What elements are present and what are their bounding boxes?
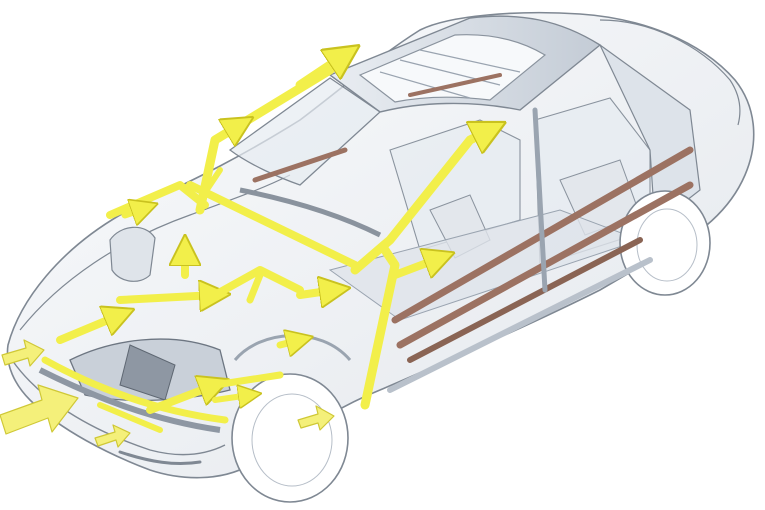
roof-crossbar-front [252,147,348,183]
front-rail-upper-left [56,315,120,344]
load-path-structure [41,55,490,433]
hood-edge-load-path [121,208,145,215]
fender-load-path [197,167,223,203]
lower-rail-load-path [146,385,215,414]
side-impact-reinforcements [252,73,694,393]
trunk-lid [599,19,741,126]
front-rail-upper-right [211,266,304,299]
subframe-load-path [97,402,163,433]
front-wheel-rim [251,393,333,487]
windshield [228,77,382,186]
front-crossmember [38,367,221,433]
wheel-impact-arrow [297,405,335,431]
rear-wheel [619,190,711,296]
sill-tube [387,257,653,393]
frontal-impact-arrow-lower [94,424,131,448]
sunroof-frame-bar [379,49,521,99]
b-pillar-vertical-load-path [360,245,400,410]
bumper-grille [118,450,202,465]
front-bumper [11,359,226,456]
roof-crossbar-rear [408,73,502,97]
b-pillar-load-path [350,130,490,275]
door-impact-beam-lower [407,237,643,363]
rear-wheel-rim [636,208,698,282]
front-rail-outer-load-path [212,395,250,400]
wheelhouse-load-path [276,340,300,345]
upper-member-load-path [296,290,335,295]
side-sill-load-path [391,258,440,279]
roof-rail-load-path [295,55,345,90]
b-pillar-tube [532,107,548,293]
a-pillar-lower-load-path [211,125,240,140]
frontal-impact-arrow-upper [1,339,45,367]
windshield-frame-load-path [186,181,359,269]
bumper-beam-load-path [41,356,229,424]
hood-line [19,174,291,331]
lower-rail-rear-load-path [211,371,284,389]
shock-tower-load-path [246,271,264,304]
front-rail-upper-mid [116,295,215,300]
engine-bay-strut-tower [109,226,156,282]
dashboard-crossmember [239,187,382,238]
frontal-impact-arrow-large [0,384,79,435]
impact-force-arrows [0,339,335,448]
